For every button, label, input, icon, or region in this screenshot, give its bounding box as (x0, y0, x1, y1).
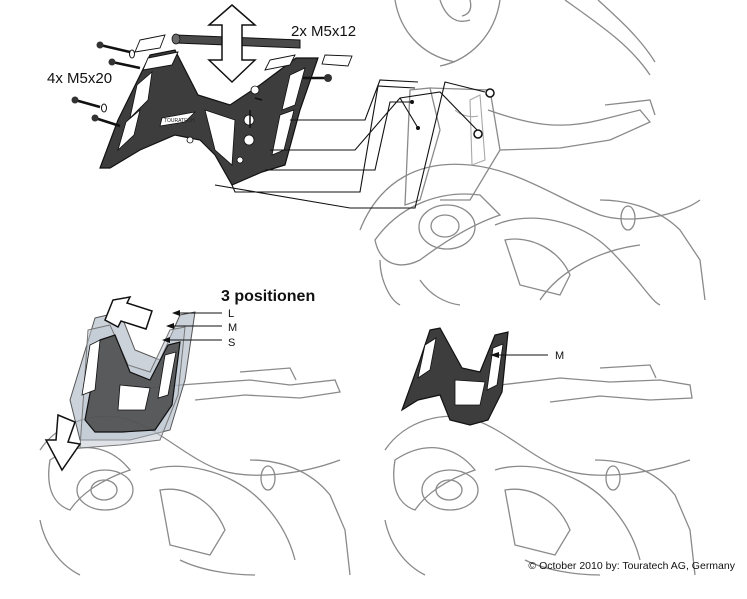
position-label-m: M (228, 322, 237, 334)
adjust-arrow-vertical (206, 4, 258, 84)
screw-set-right (249, 74, 332, 128)
position-label-selected: M (555, 350, 564, 362)
windshield-bracket-positions (69, 310, 222, 449)
positions-title: 3 positionen (221, 288, 315, 305)
bracket-assembly: TOURATECH (71, 33, 495, 209)
position-label-l: L (228, 308, 234, 320)
windshield-bracket-installed (400, 327, 548, 426)
screw-set-left (71, 41, 141, 128)
motorcycle-front-top (359, 0, 706, 306)
position-label-s: S (228, 337, 235, 349)
screw-left-label: 4x M5x20 (47, 70, 112, 87)
move-down-arrow (44, 413, 82, 472)
screw-top-label: 2x M5x12 (291, 23, 356, 40)
copyright-text: © October 2010 by: Touratech AG, Germany (528, 560, 735, 572)
move-up-arrow (104, 296, 153, 330)
logo-mark: TOURATECH (164, 118, 195, 124)
motorcycle-bottom-right (384, 364, 696, 576)
